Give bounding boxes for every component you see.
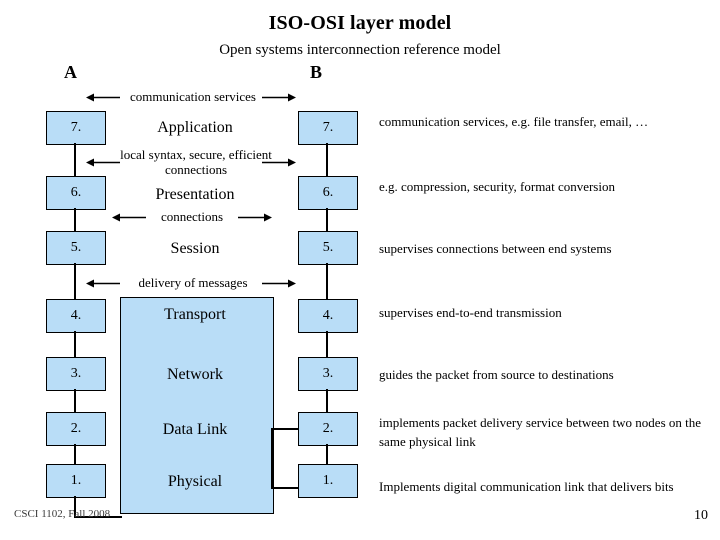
layer-box-b-1: 1. bbox=[298, 464, 358, 498]
layer-description-6: e.g. compression, security, format conve… bbox=[379, 179, 615, 194]
column-label-b: B bbox=[310, 62, 323, 82]
connector-a-5-4 bbox=[74, 263, 76, 299]
layer-name-7: Application bbox=[157, 119, 233, 136]
layer-description-7: communication services, e.g. file transf… bbox=[379, 114, 649, 129]
service-label-delivery-of-messages: delivery of messages bbox=[138, 275, 248, 290]
layer-box-a-4: 4. bbox=[46, 299, 106, 333]
layer-box-b-5: 5. bbox=[298, 231, 358, 265]
service-label-communication-services: communication services bbox=[130, 89, 256, 104]
layer-box-a-5: 5. bbox=[46, 231, 106, 265]
arrow-row-connections bbox=[112, 212, 272, 224]
connector-b-6-5 bbox=[326, 208, 328, 231]
page-subtitle: Open systems interconnection reference m… bbox=[219, 42, 501, 58]
connector-a-3-2 bbox=[74, 389, 76, 412]
arrow-right-icon bbox=[262, 279, 296, 288]
layer-box-b-2: 2. bbox=[298, 412, 358, 446]
connector-b-2-1 bbox=[326, 444, 328, 464]
layer-description-2: implements packet delivery service betwe… bbox=[379, 415, 702, 449]
layer-name-1: Physical bbox=[167, 473, 223, 490]
layer-description-4: supervises end-to-end transmission bbox=[379, 305, 562, 320]
arrow-row-delivery-of-messages bbox=[86, 278, 296, 290]
arrow-right-icon bbox=[238, 213, 272, 222]
arrow-left-icon bbox=[86, 279, 120, 288]
layer-box-b-6: 6. bbox=[298, 176, 358, 210]
layer-box-b-3: 3. bbox=[298, 357, 358, 391]
layer-description-3: guides the packet from source to destina… bbox=[379, 367, 614, 382]
layer-name-5: Session bbox=[170, 240, 220, 257]
connector-b-2-elbow-horizontal bbox=[271, 428, 299, 430]
connector-b-5-4 bbox=[326, 263, 328, 299]
layer-box-a-2: 2. bbox=[46, 412, 106, 446]
column-label-a: A bbox=[64, 62, 77, 82]
arrow-left-icon bbox=[86, 158, 120, 167]
layer-name-3: Network bbox=[167, 366, 223, 383]
connector-b-1-elbow-horizontal bbox=[271, 487, 299, 489]
connector-a-bottom-horizontal bbox=[74, 516, 122, 518]
connector-a-6-5 bbox=[74, 208, 76, 231]
layer-box-a-6: 6. bbox=[46, 176, 106, 210]
connector-b-2-elbow-vertical bbox=[271, 428, 273, 488]
connector-a-7-6 bbox=[74, 143, 76, 176]
layer-box-b-4: 4. bbox=[298, 299, 358, 333]
connector-b-7-6 bbox=[326, 143, 328, 176]
page-title: ISO-OSI layer model bbox=[268, 12, 452, 34]
lower-layer-stack-rect bbox=[120, 297, 274, 514]
layer-box-a-1: 1. bbox=[46, 464, 106, 498]
service-label-local-syntax: local syntax, secure, efficient connecti… bbox=[120, 147, 272, 177]
arrow-row-communication-services bbox=[86, 92, 296, 104]
slide-footer: CSCI 1102, Fall 2008 bbox=[14, 508, 111, 520]
layer-description-5: supervises connections between end syste… bbox=[379, 241, 612, 256]
layer-name-6: Presentation bbox=[155, 186, 235, 203]
layer-box-a-3: 3. bbox=[46, 357, 106, 391]
layer-box-a-7: 7. bbox=[46, 111, 106, 145]
arrow-row-local-syntax bbox=[86, 157, 296, 169]
service-label-connections: connections bbox=[160, 209, 224, 224]
slide-page-number: 10 bbox=[694, 508, 708, 523]
arrow-left-icon bbox=[86, 93, 120, 102]
arrow-left-icon bbox=[112, 213, 146, 222]
layer-description-1: Implements digital communication link th… bbox=[379, 479, 674, 494]
connector-b-4-3 bbox=[326, 331, 328, 357]
layer-box-b-7: 7. bbox=[298, 111, 358, 145]
connector-b-3-2 bbox=[326, 389, 328, 412]
arrow-right-icon bbox=[262, 158, 296, 167]
arrow-right-icon bbox=[262, 93, 296, 102]
connector-a-4-3 bbox=[74, 331, 76, 357]
layer-name-4: Transport bbox=[164, 306, 226, 323]
connector-a-bottom-vertical bbox=[74, 496, 76, 518]
layer-name-2: Data Link bbox=[162, 421, 228, 438]
connector-a-2-1 bbox=[74, 444, 76, 464]
